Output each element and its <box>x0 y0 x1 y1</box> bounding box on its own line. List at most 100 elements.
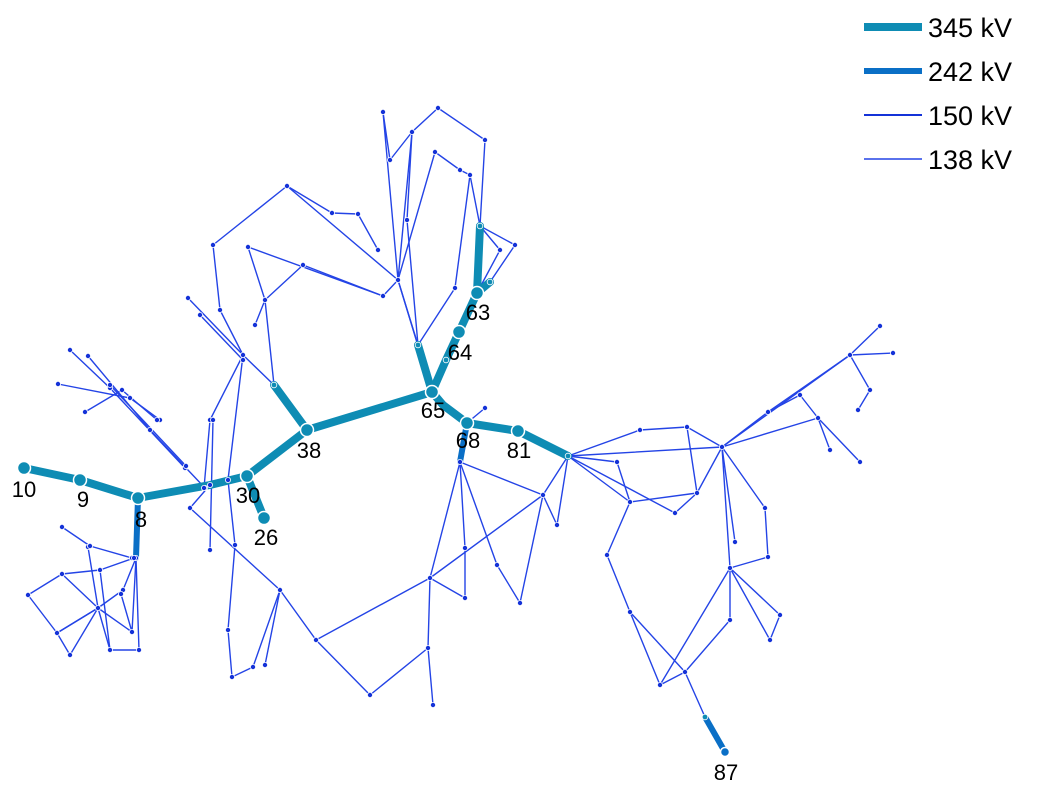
line-138kv <box>252 589 281 668</box>
bus-node <box>200 484 207 491</box>
bus-node <box>206 481 213 488</box>
bus-30 <box>239 468 255 484</box>
bus-node <box>461 545 468 552</box>
bus-node <box>209 241 216 248</box>
bus-node <box>815 414 822 421</box>
lines-138kv <box>27 107 894 718</box>
bus-node <box>283 182 290 189</box>
line-138kv <box>542 455 569 496</box>
line-138kv <box>454 174 471 289</box>
line-138kv <box>417 287 456 346</box>
bus-node <box>244 243 251 250</box>
lines-345kv <box>20 222 572 522</box>
line-138kv <box>606 501 631 613</box>
legend-label-kv345: 345 kV <box>928 13 1012 43</box>
bus-node <box>540 491 547 498</box>
bus-node <box>765 554 772 561</box>
bus-node <box>890 349 897 356</box>
bus-node <box>135 647 142 654</box>
bus-label-63: 63 <box>466 300 490 325</box>
bus-8 <box>130 490 146 506</box>
bus-node <box>847 351 854 358</box>
line-138kv <box>767 354 851 413</box>
bus-node <box>374 246 381 253</box>
bus-node <box>564 452 572 460</box>
line-138kv <box>212 185 333 246</box>
line-138kv <box>686 426 698 494</box>
line-138kv <box>519 494 544 604</box>
bus-node <box>55 380 62 387</box>
bus-node <box>107 647 114 654</box>
bus-node <box>85 352 92 359</box>
line-138kv <box>227 544 254 678</box>
bus-node <box>512 241 519 248</box>
line-138kv <box>684 567 731 673</box>
line-345kv <box>270 381 311 434</box>
bus-node <box>657 682 664 689</box>
line-138kv <box>556 455 569 526</box>
bus-node <box>239 351 246 358</box>
bus-node <box>153 416 160 423</box>
line-138kv <box>397 131 413 281</box>
bus-node <box>727 617 734 624</box>
bus-node <box>429 702 436 709</box>
bus-node <box>451 284 458 291</box>
bus-node <box>224 476 231 483</box>
bus-node <box>119 386 126 393</box>
bus-node <box>424 645 431 652</box>
bus-node <box>146 426 153 433</box>
bus-node <box>627 609 634 616</box>
bus-node <box>182 462 189 469</box>
bus-node <box>366 692 373 699</box>
line-138kv <box>567 426 723 457</box>
bus-87 <box>719 746 731 758</box>
bus-node <box>481 136 488 143</box>
bus-node <box>386 156 393 163</box>
bus-label-9: 9 <box>77 487 89 512</box>
bus-node <box>328 209 335 216</box>
bus-node <box>196 311 203 318</box>
line-242kv <box>133 495 141 561</box>
bus-node <box>672 509 679 516</box>
bus-26 <box>256 510 272 526</box>
bus-node <box>118 591 125 598</box>
bus-node <box>206 547 213 554</box>
bus-node <box>97 567 104 574</box>
line-345kv <box>243 472 268 522</box>
line-138kv <box>459 461 466 599</box>
bus-node <box>434 105 441 112</box>
legend-label-kv138: 138 kV <box>928 145 1012 175</box>
line-138kv <box>27 594 71 656</box>
bus-node <box>186 504 193 511</box>
bus-node <box>379 292 386 299</box>
line-138kv <box>99 557 140 651</box>
line-345kv <box>243 388 436 480</box>
line-138kv <box>721 446 736 543</box>
legend-label-kv150: 150 kV <box>928 101 1012 131</box>
bus-node <box>627 498 634 505</box>
bus-node <box>127 394 134 401</box>
bus-node <box>614 458 621 465</box>
bus-node <box>762 504 769 511</box>
bus-node <box>827 446 834 453</box>
bus-node <box>719 443 726 450</box>
line-138kv <box>567 455 698 514</box>
bus-node <box>379 109 386 116</box>
line-138kv <box>61 526 133 559</box>
bus-node <box>261 662 268 669</box>
bus-node <box>270 381 278 389</box>
bus-node <box>486 278 494 286</box>
bus-node <box>554 522 561 529</box>
line-138kv <box>279 589 429 696</box>
bus-node <box>855 406 862 413</box>
line-242kv <box>702 714 728 755</box>
bus-node <box>67 652 74 659</box>
bus-node <box>414 341 422 349</box>
bus-node <box>231 542 238 549</box>
bus-node <box>461 595 468 602</box>
bus-node <box>877 322 884 329</box>
line-345kv <box>428 388 572 460</box>
